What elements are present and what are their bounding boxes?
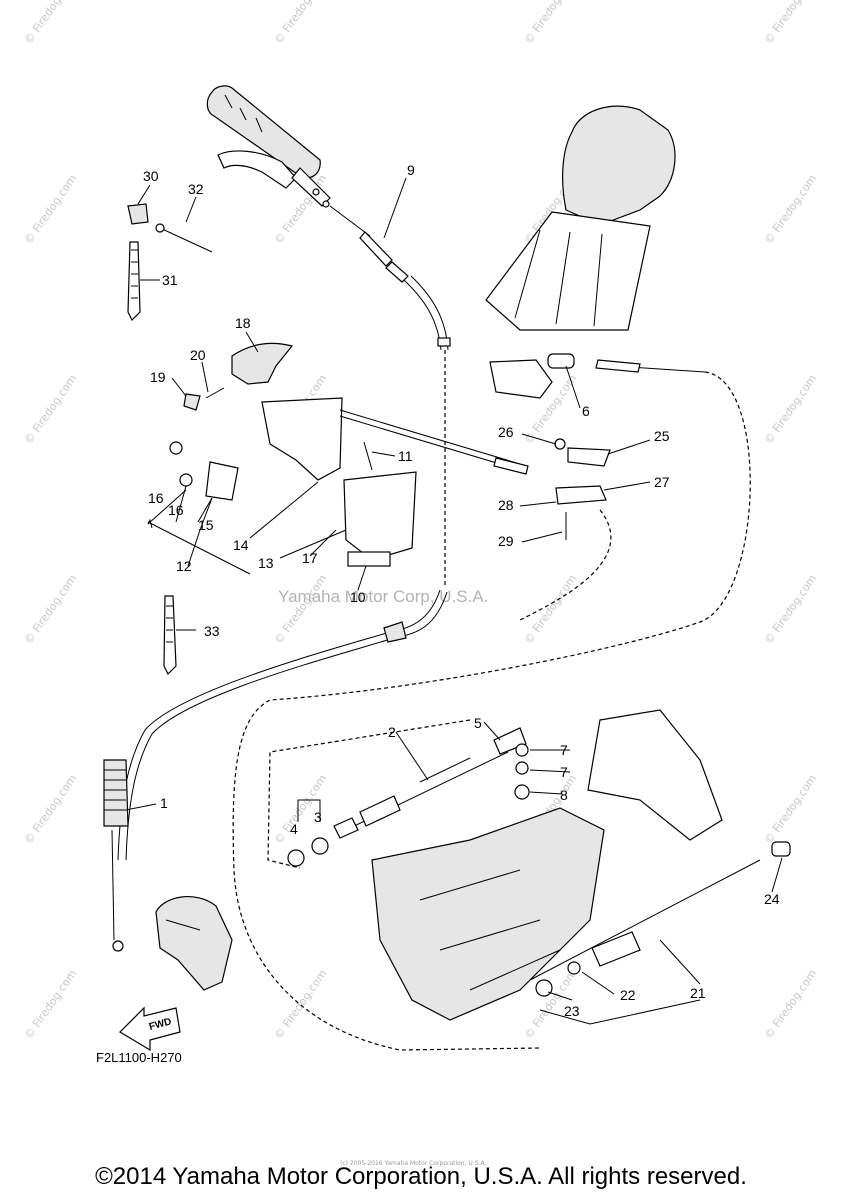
callout-24: 24 (764, 891, 780, 907)
callout-1: 1 (160, 795, 168, 811)
callout-16-inner: 16 (168, 502, 184, 518)
watermark: © Firedog.com (22, 372, 80, 446)
callout-3: 3 (314, 809, 322, 825)
watermark: © Firedog.com (22, 772, 80, 846)
callout-7-upper: 7 (560, 742, 568, 758)
callout-12: 12 (176, 558, 192, 574)
callout-30: 30 (143, 168, 159, 184)
callout-29: 29 (498, 533, 514, 549)
clip-bolt-tie-drawing (127, 203, 213, 322)
lower-linkage-drawing (287, 727, 530, 867)
watermark: © Firedog.com (762, 372, 820, 446)
handlebar-grip-drawing (206, 85, 331, 208)
callout-7-lower: 7 (560, 764, 568, 780)
fwd-arrow: FWD (119, 1006, 181, 1052)
callout-11: 11 (398, 448, 413, 464)
callout-15: 15 (198, 517, 214, 533)
callout-19: 19 (150, 369, 166, 385)
callout-22: 22 (620, 987, 636, 1003)
cable-tie-drawing (163, 595, 177, 676)
watermark: © Firedog.com (522, 0, 580, 47)
watermark: © Firedog.com (762, 967, 820, 1041)
callout-14: 14 (233, 537, 249, 553)
jet-pump-upper-drawing (485, 105, 676, 399)
callout-8: 8 (560, 787, 568, 803)
callout-13: 13 (258, 555, 274, 571)
callout-27: 27 (654, 474, 670, 490)
watermark: © Firedog.com (272, 572, 330, 646)
watermark: © Firedog.com (762, 172, 820, 246)
callout-23: 23 (564, 1003, 580, 1019)
watermark: © Firedog.com (272, 967, 330, 1041)
callout-33: 33 (204, 623, 220, 639)
callout-17: 17 (302, 550, 318, 566)
watermark: © Firedog.com (762, 0, 820, 47)
callout-4: 4 (290, 821, 298, 837)
callout-25: 25 (654, 428, 670, 444)
lower-handle-drawing (155, 896, 233, 991)
watermark: © Firedog.com (22, 0, 80, 47)
shift-cable-drawing (103, 589, 448, 952)
watermark: © Firedog.com (22, 967, 80, 1041)
callout-layer: 30 32 31 9 18 20 19 6 26 25 11 27 28 29 … (143, 162, 780, 1019)
callout-21: 21 (690, 985, 706, 1001)
watermark: © Firedog.com (762, 772, 820, 846)
callout-28: 28 (498, 497, 514, 513)
knob-screw-drawing (183, 342, 294, 411)
figure-code: F2L1100-H270 (96, 1050, 182, 1065)
callout-31: 31 (162, 272, 178, 288)
callout-5: 5 (474, 715, 482, 731)
callout-6: 6 (582, 403, 590, 419)
callout-18: 18 (235, 315, 251, 331)
callout-10: 10 (350, 589, 366, 605)
watermark: © Firedog.com (762, 572, 820, 646)
callout-32: 32 (188, 181, 204, 197)
callout-2: 2 (388, 724, 396, 740)
center-watermark: Yamaha Motor Corp, U.S.A. (278, 587, 488, 606)
callout-26: 26 (498, 424, 514, 440)
throttle-cable-drawing (329, 205, 451, 351)
jet-pump-lower-drawing (371, 709, 791, 1021)
cable-routing-dashes (232, 350, 751, 1051)
watermark: © Firedog.com (22, 572, 80, 646)
shift-linkage-drawing (339, 359, 706, 540)
leader-lines (125, 177, 783, 1025)
callout-20: 20 (190, 347, 206, 363)
copyright-footer: ©2014 Yamaha Motor Corporation, U.S.A. A… (95, 1163, 747, 1190)
watermark: © Firedog.com (22, 172, 80, 246)
watermark: © Firedog.com (272, 0, 330, 47)
tiny-copyright-note: (c) 2005-2016 Yamaha Motor Corporation, … (340, 1160, 487, 1167)
bracket-drawing (169, 397, 417, 567)
watermark: © Firedog.com (522, 572, 580, 646)
callout-16-outer: 16 (148, 490, 164, 506)
callout-9: 9 (407, 162, 415, 178)
